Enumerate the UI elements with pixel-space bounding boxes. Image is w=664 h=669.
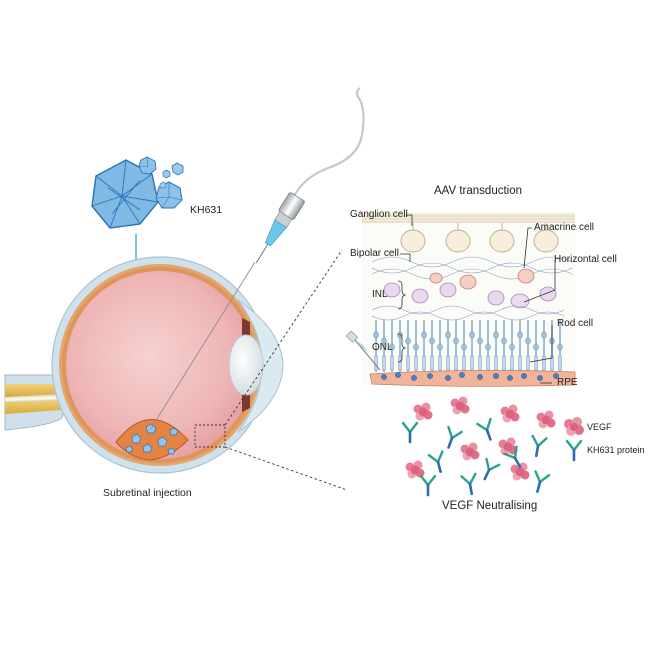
ganglion-cell-label: Ganglion cell [350, 209, 408, 220]
rod-cell [381, 320, 387, 372]
optic-nerve [4, 374, 67, 431]
retina-cross-section [345, 213, 576, 387]
kh631-antibody-icon [534, 470, 551, 493]
rod-cell [453, 320, 459, 372]
rod-cell [445, 320, 451, 372]
inl-cells [383, 268, 557, 309]
rod-cell [517, 320, 523, 372]
kh631-antibody-icon [503, 445, 522, 468]
aav-capsid-tiny-icon [159, 162, 184, 189]
bipolar-cell-label: Bipolar cell [350, 248, 399, 259]
rod-cells [373, 320, 563, 372]
rod-cell [389, 320, 395, 372]
kh631-antibody-icon [427, 450, 444, 473]
rod-cell [485, 320, 491, 372]
kh631-antibody-icon [447, 425, 463, 449]
aav-virus-cluster [91, 156, 184, 270]
rod-cell [557, 320, 563, 372]
rod-cell [437, 320, 443, 372]
vegf-molecule-icon [500, 404, 520, 423]
aav-capsid-small-icon [138, 156, 157, 175]
rod-cell [501, 320, 507, 372]
kh631-antibody-icon [419, 474, 437, 497]
vitreous [66, 271, 254, 459]
kh631-protein-legend-label: KH631 protein [587, 445, 645, 455]
rod-cell [373, 320, 379, 372]
rpe-label: RPE [557, 377, 578, 388]
rod-cell [469, 320, 475, 372]
vegf-legend-label: VEGF [587, 422, 612, 432]
rod-cell [477, 320, 483, 372]
rod-cell [493, 320, 499, 372]
eyeball [51, 256, 284, 474]
vegf-molecule-icon [460, 442, 480, 461]
rod-cell [461, 320, 467, 372]
rod-cell [533, 320, 539, 372]
aav-transduction-title: AAV transduction [434, 185, 523, 197]
rod-cell [405, 320, 411, 372]
subretinal-injection-label: Subretinal injection [103, 487, 192, 499]
kh631-antibody-icon [483, 457, 501, 481]
vegf-molecule-icon [536, 410, 556, 429]
rod-cell [541, 320, 547, 372]
rod-cell [509, 320, 515, 372]
rpe-layer [369, 370, 576, 387]
lens [228, 334, 264, 396]
horizontal-cell-label: Horizontal cell [554, 254, 617, 265]
rod-cell-label: Rod cell [557, 318, 594, 329]
kh631-antibody-icon [460, 472, 477, 496]
kh631-antibody-icon [531, 434, 548, 458]
vegf-molecule-icon [405, 460, 425, 479]
vegf-neutralising-title: VEGF Neutralising [442, 500, 538, 512]
aav-capsid-large-icon [91, 159, 159, 229]
kh631-label: KH631 [190, 204, 223, 216]
legend [564, 417, 584, 462]
onl-label: ONL [372, 342, 393, 353]
zoom-connector-top [224, 249, 343, 426]
amacrine-cell-label: Amacrine cell [534, 222, 595, 233]
vegf-molecule-icon [510, 462, 530, 481]
aav-capsid-medium-icon [155, 181, 183, 209]
rod-cell [421, 320, 427, 372]
rod-cell [525, 320, 531, 372]
zoom-connector-bottom [224, 446, 348, 491]
mini-syringe-icon [345, 330, 381, 371]
kh631-antibody-icon [401, 421, 419, 444]
vegf-legend-icon [564, 417, 584, 436]
vegf-molecule-icon [413, 402, 433, 421]
zoom-box [194, 424, 226, 448]
vegf-neutralising-panel [401, 396, 556, 497]
kh631-antibody-icon [476, 417, 492, 441]
label-leaders [397, 214, 556, 384]
inl-label: INL [372, 289, 388, 300]
rod-cell [397, 320, 403, 372]
needle-path [149, 261, 256, 431]
rod-cell [429, 320, 435, 372]
kh631-protein-legend-icon [565, 439, 583, 462]
rod-cell [413, 320, 419, 372]
ganglion-cells [400, 223, 559, 253]
syringe-icon [255, 87, 365, 264]
vegf-molecule-icon [450, 396, 470, 415]
